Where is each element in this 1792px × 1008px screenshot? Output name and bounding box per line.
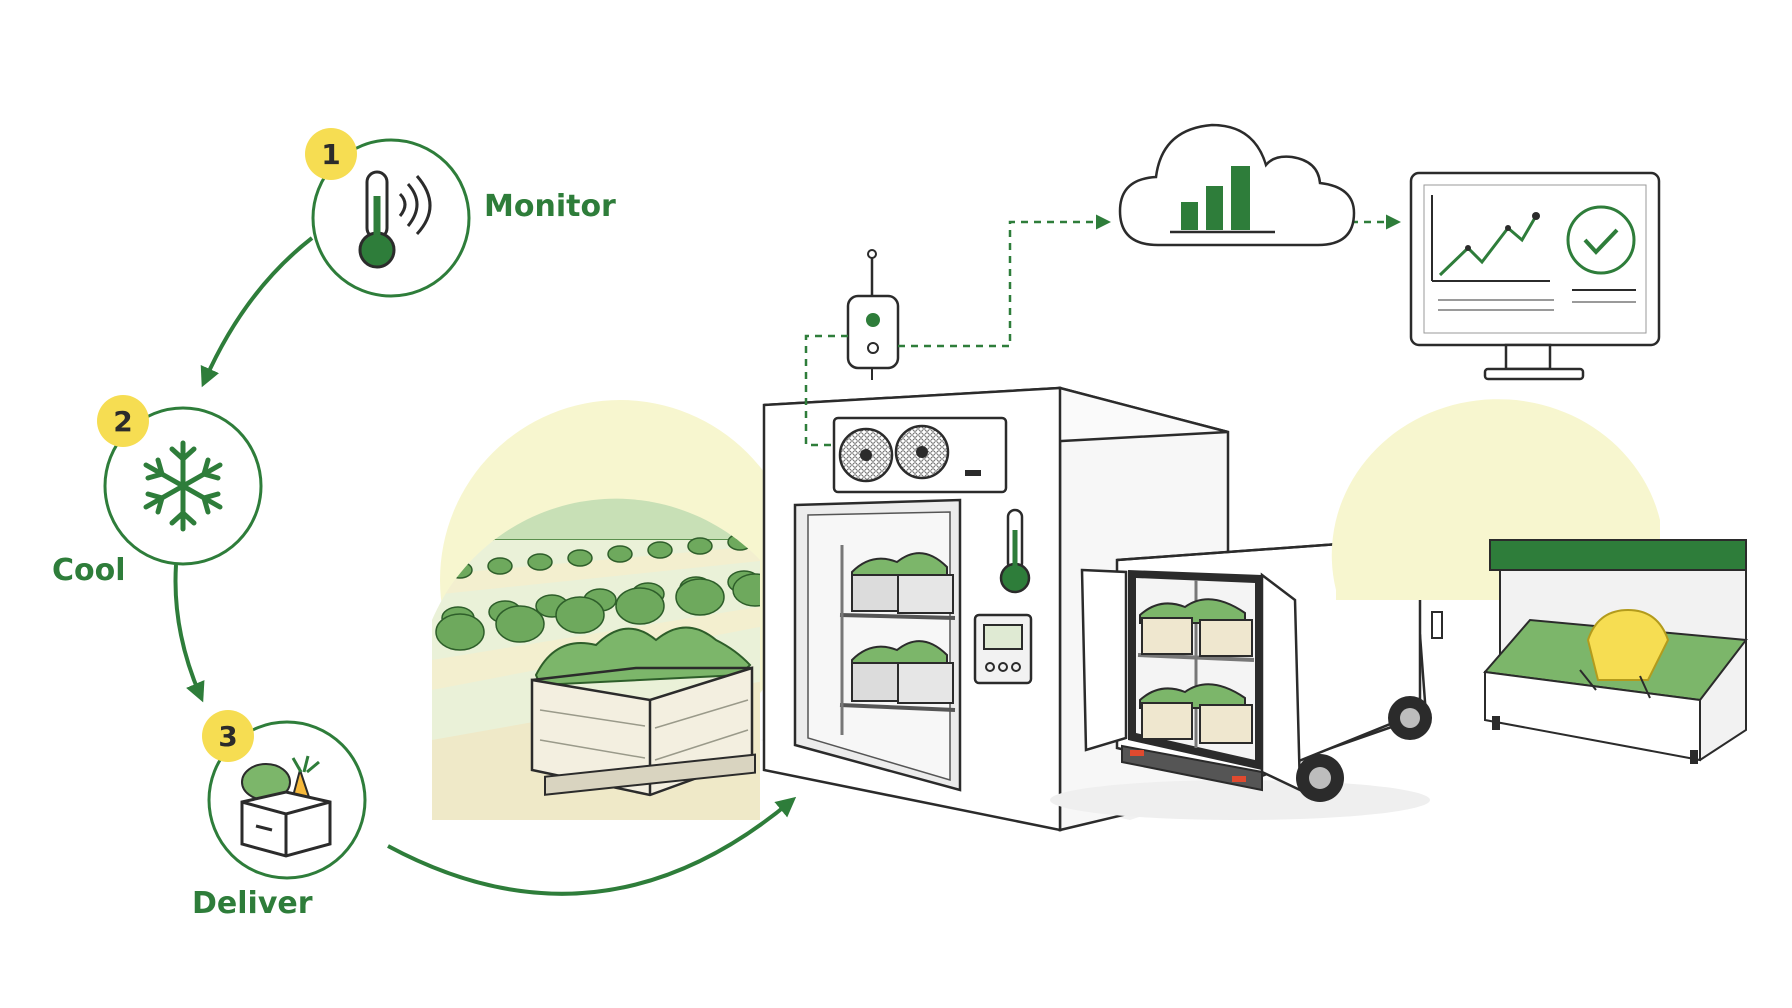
refrigerated-delivery-truck	[1050, 538, 1443, 820]
step-number-3: 3	[218, 720, 237, 753]
step-badge-1	[305, 128, 357, 180]
step-cool: 2 Cool	[52, 395, 263, 588]
step-number-1: 1	[321, 138, 340, 171]
check-icon	[1566, 205, 1636, 275]
wireless-sensor	[846, 249, 900, 380]
step-cycle: 1 Monitor 2 Cool	[52, 128, 797, 921]
arrow-monitor-to-cool	[200, 236, 314, 388]
wall-thermometer-icon	[999, 508, 1031, 594]
step-label-cool: Cool	[52, 553, 126, 588]
cloud-bar-chart-icon	[1118, 123, 1356, 247]
dashboard-monitor	[1409, 171, 1661, 381]
data-links	[804, 214, 1401, 447]
line-chart-icon	[1431, 195, 1550, 282]
step-monitor: 1 Monitor	[305, 128, 616, 298]
step-deliver: 3 Deliver	[192, 710, 367, 921]
snowflake-icon	[143, 440, 223, 532]
step-label-monitor: Monitor	[484, 189, 616, 224]
step-number-2: 2	[113, 405, 132, 438]
harvest-crate	[530, 626, 756, 797]
step-label-deliver: Deliver	[192, 886, 313, 921]
step-badge-2	[97, 395, 149, 447]
arrow-cool-to-deliver	[173, 564, 205, 703]
thermometer-wireless-icon	[358, 170, 432, 269]
condenser-fan-unit	[832, 416, 1008, 494]
produce-display-case	[1331, 399, 1748, 764]
arrow-deliver-to-storage	[387, 796, 797, 896]
farm-field-with-harvest-crate	[432, 400, 800, 820]
cold-room-crates	[851, 552, 954, 704]
walk-in-cold-storage-with-condenser-and-sensor	[760, 249, 1250, 832]
step-badge-3	[202, 710, 254, 762]
produce-box-icon	[240, 755, 332, 858]
control-panel	[973, 613, 1033, 685]
